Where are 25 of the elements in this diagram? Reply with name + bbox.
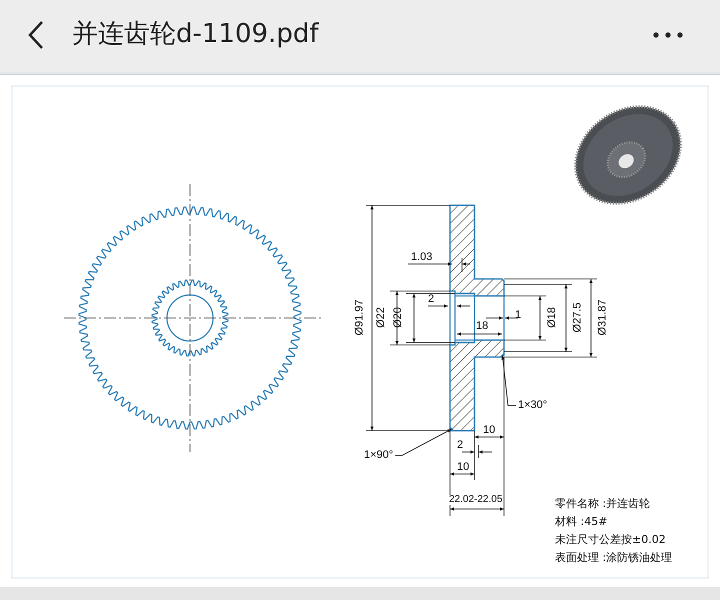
dimension-label: Ø31.87 bbox=[598, 299, 608, 336]
dimension-label: 22.02-22.05 bbox=[448, 495, 504, 505]
leader-line bbox=[501, 355, 516, 406]
dimension-label: 2 bbox=[428, 294, 434, 305]
dimension-label: Ø20 bbox=[392, 307, 404, 328]
callout-text: 1×90° bbox=[364, 450, 394, 461]
dimension-label: Ø27.5 bbox=[572, 302, 584, 332]
dimension-label: 10 bbox=[483, 425, 496, 436]
chamfer-edge bbox=[500, 353, 505, 358]
dimension-label: 10 bbox=[457, 462, 470, 473]
leader-line bbox=[394, 428, 452, 456]
dimension-label: Ø18 bbox=[546, 307, 558, 328]
note-text: 零件名称 :并连齿轮 bbox=[555, 498, 650, 509]
chamfer-edge bbox=[449, 426, 454, 432]
dimension-label: 1.03 bbox=[411, 252, 432, 263]
dimension-label: 1 bbox=[515, 310, 522, 321]
callout-text: 1×30° bbox=[518, 400, 548, 411]
dimension-label: Ø91.97 bbox=[354, 299, 366, 336]
dimension-label: 18 bbox=[476, 321, 488, 332]
note-text: 材料 :45# bbox=[555, 516, 608, 527]
note-text: 表面处理 :涂防锈油处理 bbox=[555, 552, 672, 563]
file-title: 并连齿轮d-1109.pdf bbox=[72, 18, 318, 51]
dimension-label: 2 bbox=[457, 440, 464, 451]
note-text: 未注尺寸公差按±0.02 bbox=[555, 534, 666, 545]
dimension-label: Ø22 bbox=[376, 307, 386, 328]
